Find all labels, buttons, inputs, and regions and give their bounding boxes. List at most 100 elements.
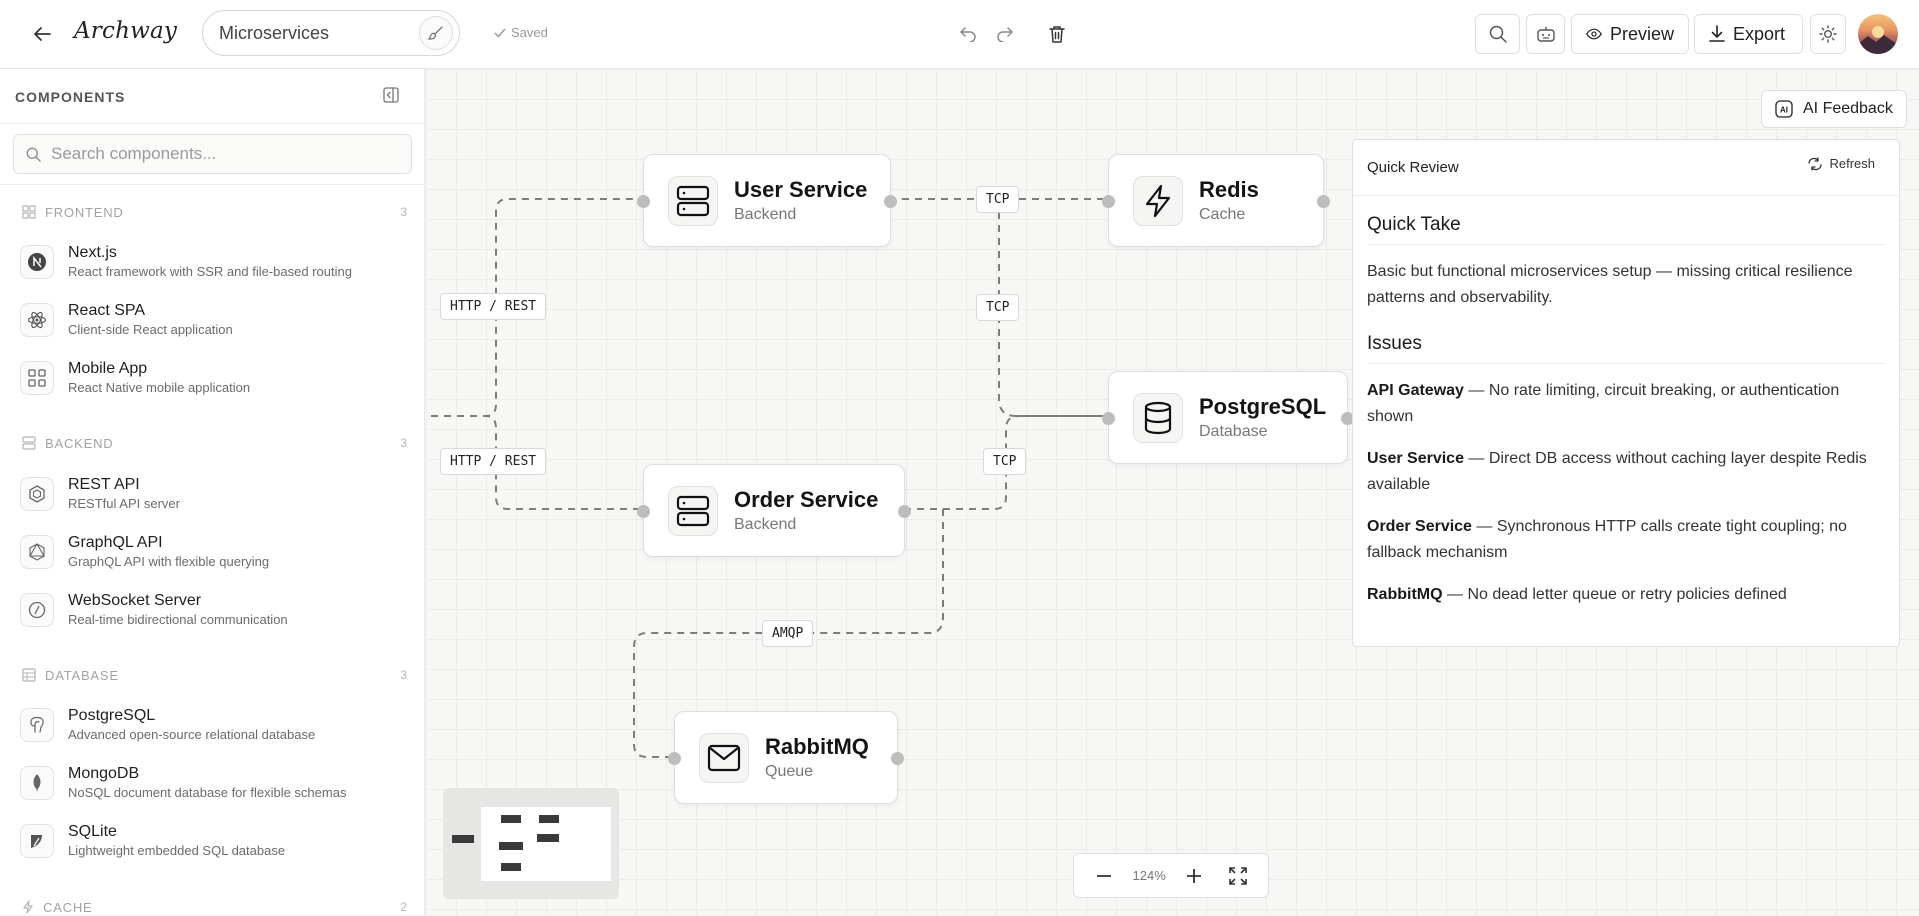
edit-name-button[interactable] [419,16,453,50]
undo-button[interactable] [956,22,980,46]
issue-subject: Order Service [1367,518,1472,535]
user-avatar[interactable] [1858,14,1898,54]
component-desc: React Native mobile application [68,380,251,395]
component-desc: React framework with SSR and file-based … [68,264,352,279]
connection-handle[interactable] [637,505,650,518]
ai-feedback-button[interactable]: AI AI Feedback [1761,90,1907,128]
check-icon [494,28,506,38]
connection-handle[interactable] [1102,195,1115,208]
project-name-input[interactable] [219,22,409,44]
search-icon [1489,25,1507,43]
issue-item: API Gateway — No rate limiting, circuit … [1367,378,1885,430]
collapse-sidebar-button[interactable] [383,87,401,105]
edge-label-tcp[interactable]: TCP [983,448,1027,475]
category-count: 2 [400,900,407,914]
issue-subject: User Service [1367,450,1464,467]
edge-label-tcp[interactable]: TCP [976,186,1020,213]
preview-button[interactable]: Preview [1571,14,1689,54]
search-button[interactable] [1475,14,1520,54]
connection-handle[interactable] [1317,195,1330,208]
node-subtitle: Queue [765,762,814,780]
theme-toggle-button[interactable] [1810,14,1846,54]
quick-take-heading: Quick Take [1367,214,1885,245]
layout-icon [22,205,36,219]
node-title: User Service [734,176,868,202]
node-subtitle: Cache [1199,205,1246,223]
component-name: REST API [68,476,140,493]
connection-handle[interactable] [891,752,904,765]
category-cache[interactable]: CACHE 2 [22,898,407,916]
category-label: BACKEND [45,435,114,451]
minimap-viewport[interactable] [481,807,611,881]
grid-icon [20,361,54,395]
issue-item: User Service — Direct DB access without … [1367,446,1885,498]
component-search[interactable] [13,134,412,174]
connection-handle[interactable] [884,195,897,208]
category-label: FRONTEND [45,204,124,220]
component-desc: GraphQL API with flexible querying [68,554,270,569]
redo-button[interactable] [993,22,1017,46]
category-frontend[interactable]: FRONTEND 3 [22,203,407,221]
edge-label-tcp[interactable]: TCP [976,294,1020,321]
zoom-in-button[interactable] [1179,861,1209,891]
leaf-icon [20,766,54,800]
category-database[interactable]: DATABASE 3 [22,666,407,684]
minimap-node [499,842,523,850]
sidebar-title: COMPONENTS [15,89,126,105]
edge-label-http[interactable]: HTTP / REST [440,293,547,320]
minimap-node [452,835,474,843]
issue-subject: RabbitMQ [1367,586,1443,603]
issues-heading: Issues [1367,333,1885,364]
minimap[interactable] [443,788,619,899]
refresh-label: Refresh [1829,156,1875,171]
project-name-field[interactable] [202,10,460,56]
zoom-controls: 124% [1073,853,1269,898]
back-button[interactable] [28,22,56,46]
refresh-icon [1808,156,1823,171]
search-input[interactable] [51,144,391,164]
component-name: WebSocket Server [68,592,202,609]
react-icon [20,303,54,337]
hexagon-icon [20,477,54,511]
zoom-out-button[interactable] [1089,861,1119,891]
refresh-button[interactable]: Refresh [1807,156,1875,171]
issue-text: — No dead letter queue or retry policies… [1442,586,1787,603]
edge-label-amqp[interactable]: AMQP [762,620,814,647]
connection-handle[interactable] [668,752,681,765]
top-bar: Archway Saved Preview Export [0,0,1919,69]
edge-label-http[interactable]: HTTP / REST [440,448,547,475]
connection-handle[interactable] [898,505,911,518]
search-icon [26,147,41,162]
export-button[interactable]: Export [1694,14,1803,54]
ai-icon: AI [1775,100,1793,118]
fit-view-button[interactable] [1223,861,1253,891]
delete-button[interactable] [1045,21,1069,47]
connection-handle[interactable] [1102,412,1115,425]
connection-handle[interactable] [1341,412,1354,425]
component-desc: Client-side React application [68,322,233,337]
issue-text: — Synchronous HTTP calls create tight co… [1367,518,1847,561]
quick-take-text: Basic but functional microservices setup… [1367,263,1853,306]
expand-icon [1229,866,1247,885]
ai-feedback-label: AI Feedback [1803,100,1893,117]
category-backend[interactable]: BACKEND 3 [22,434,407,452]
review-header: Quick Review Refresh [1353,140,1899,196]
ai-assistant-button[interactable] [1526,14,1565,54]
component-name: Next.js [68,244,117,261]
connection-handle[interactable] [637,195,650,208]
